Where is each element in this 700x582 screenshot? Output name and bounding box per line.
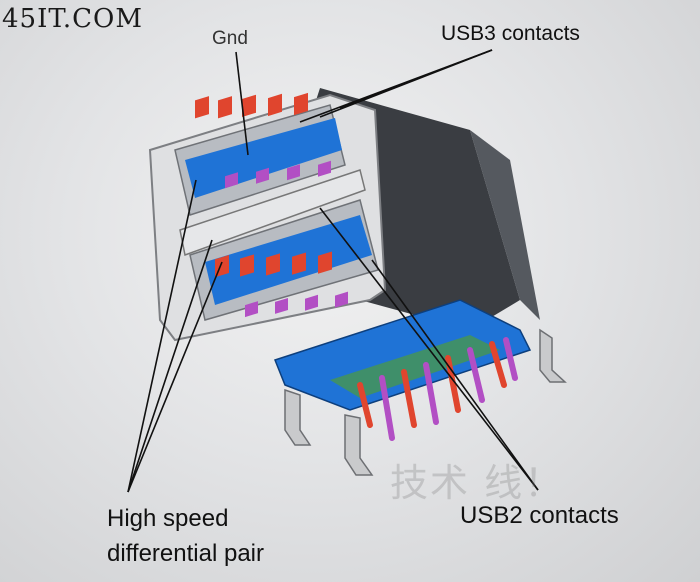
lower-usb2-contacts [245,291,348,318]
usb2-contact [287,164,300,181]
usb2-contact [305,294,318,311]
leader-usb3-c [319,49,493,118]
usb3-contact [294,92,308,116]
pin [423,362,439,425]
mounting-leg [539,328,567,383]
leader-usb2-a [319,207,539,491]
mounting-leg [344,414,374,476]
mounting-leg [284,388,312,446]
usb3-contact [268,93,282,117]
leader-hs-b [127,239,213,493]
pin [357,382,373,428]
watermark-cn: 技术 线！ [390,461,565,505]
usb3-contact [240,254,254,277]
usb2-contact [318,160,331,177]
leader-hs-c [127,261,223,493]
usb2-contact [335,291,348,308]
label-gnd: Gnd [212,28,248,49]
pin [467,347,485,403]
pin [489,341,507,388]
lower-port-tongue [205,215,372,305]
leader-usb2-b [371,259,539,491]
mounting-legs [284,328,567,476]
usb2-contact [275,297,288,314]
pin [379,375,395,441]
upper-usb2-contacts [225,160,331,189]
label-usb3-contacts: USB3 contacts [441,22,580,45]
port-divider [179,169,366,257]
pin [503,337,518,381]
upper-usb3-contacts [195,92,308,119]
label-high-speed-line2: differential pair [107,540,264,567]
usb3-contact [242,94,256,118]
usb3-contact [195,96,209,119]
usb2-contact [245,301,258,318]
upper-port-tongue [185,118,342,198]
usb2-contact [256,167,269,184]
usb3-contact [292,252,306,275]
usb2-contact [225,172,238,189]
connector-shell-side [470,130,540,320]
pin [401,369,417,428]
usb3-contact [266,253,280,276]
pins [357,337,518,441]
watermark-site: 45IT.COM [2,4,143,34]
base-insulator [274,299,532,411]
label-usb2-contacts: USB2 contacts [460,502,619,529]
leader-gnd [235,51,249,156]
pcb-plate [330,335,500,398]
label-high-speed-line1: High speed [107,505,229,532]
leader-hs-a [127,179,197,493]
leader-lines [127,49,539,493]
usb3-contact [218,96,232,119]
usb3-contact [318,251,332,274]
